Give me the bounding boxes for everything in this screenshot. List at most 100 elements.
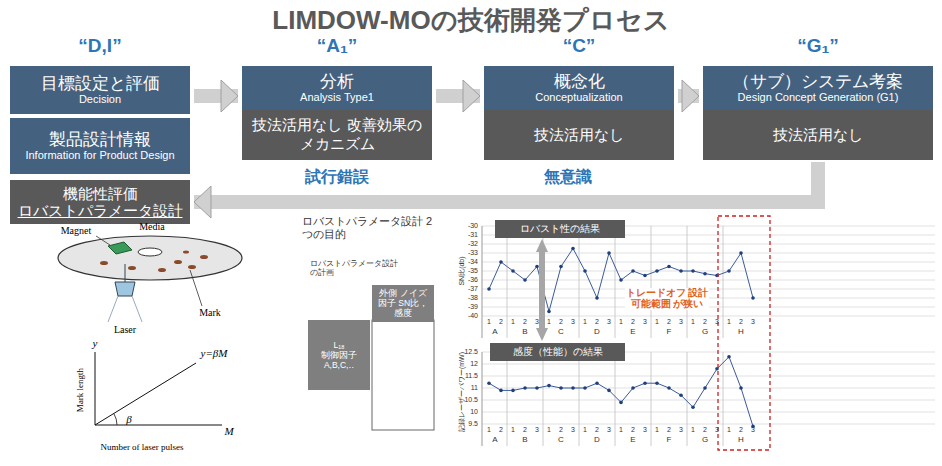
tick-label: 10 — [470, 408, 478, 416]
grid-line — [482, 244, 935, 245]
factor-separator — [615, 226, 616, 338]
level-number: 2 — [523, 426, 527, 434]
level-number: 2 — [499, 318, 503, 326]
level-number: 2 — [559, 318, 563, 326]
factor-letter: D — [594, 327, 600, 336]
outer-array-box: 外側 ノイズ因子 SN比，感度 — [372, 285, 434, 322]
x-axis — [95, 425, 222, 426]
chart-header: 感度（性能）の結果 — [490, 343, 625, 361]
box-text: Conceptualization — [535, 91, 622, 104]
level-number: 2 — [595, 318, 599, 326]
chart-header: ロバスト性の結果 — [495, 220, 625, 238]
box-text: 機能性評価 — [63, 185, 138, 202]
level-number: 2 — [739, 318, 743, 326]
level-number: 3 — [715, 426, 719, 434]
level-number: 1 — [583, 318, 587, 326]
factor-letter: A — [492, 327, 497, 336]
factor-separator — [615, 352, 616, 446]
laser-axis — [125, 264, 126, 282]
level-number: 2 — [667, 318, 671, 326]
box-text: 目標設定と評価 — [41, 74, 160, 94]
data-point — [727, 269, 731, 273]
result-charts — [482, 226, 935, 446]
level-number: 2 — [631, 426, 635, 434]
box-section: 概念化Conceptualization — [484, 66, 674, 110]
data-point — [583, 386, 587, 390]
factor-letter: C — [558, 435, 564, 444]
level-number: 2 — [559, 426, 563, 434]
page-title: LIMDOW-MOの技術開発プロセス — [0, 3, 942, 38]
equation: y=βM — [201, 347, 228, 360]
box-text: Information for Product Design — [25, 149, 174, 162]
axis-symbol: y — [93, 337, 98, 350]
sensitivity-chart — [482, 352, 935, 446]
stage-code: “G₁” — [703, 35, 933, 57]
stage-code: “A₁” — [242, 35, 432, 57]
grid-line — [482, 388, 935, 389]
tick-label: 10.5 — [464, 396, 478, 404]
data-point — [751, 296, 755, 300]
factor-letter: E — [630, 327, 635, 336]
level-number: 3 — [751, 318, 755, 326]
level-number: 1 — [691, 318, 695, 326]
box-text: 製品設計情報 — [49, 130, 151, 150]
grid-line — [482, 376, 935, 377]
box-text: 概念化 — [554, 72, 605, 92]
tick-label: -38 — [468, 294, 478, 302]
tick-label: -32 — [468, 240, 478, 248]
stage-code: “D,I” — [10, 35, 190, 57]
grid-line — [482, 280, 935, 281]
stage-box: “G₁”（サブ）システム考案Design Concept Generation … — [703, 66, 933, 160]
response-line — [489, 357, 753, 427]
grid-line — [482, 253, 935, 254]
level-number: 3 — [643, 318, 647, 326]
level-number: 2 — [631, 318, 635, 326]
factor-letter: F — [667, 435, 672, 444]
factor-separator — [687, 352, 688, 446]
box-text: 外側 ノイズ因子 SN比，感度 — [376, 288, 430, 319]
leader-line — [96, 236, 110, 245]
data-point — [499, 389, 503, 393]
data-point — [547, 310, 551, 314]
level-number: 1 — [547, 318, 551, 326]
data-point — [595, 381, 599, 385]
tick-label: -36 — [468, 276, 478, 284]
data-point — [655, 269, 659, 273]
level-number: 2 — [703, 318, 707, 326]
box-text: （サブ）システム考案 — [733, 72, 903, 92]
data-point — [691, 269, 695, 273]
tick-label: -34 — [468, 258, 478, 266]
data-point — [655, 381, 659, 385]
box-text: Analysis Type1 — [300, 91, 374, 104]
link-double-arrow — [536, 239, 548, 341]
factor-letter: C — [558, 327, 564, 336]
data-point — [487, 287, 491, 291]
level-number: 1 — [487, 318, 491, 326]
data-point — [559, 265, 563, 269]
axis-title: SN比(db) — [458, 256, 466, 285]
response-line — [489, 249, 753, 312]
stage-box: “D,I”目標設定と評価Decision — [10, 66, 190, 114]
box-text: Design Concept Generation (G1) — [738, 91, 899, 104]
level-number: 3 — [643, 426, 647, 434]
data-point — [523, 278, 527, 282]
factor-letter: D — [594, 435, 600, 444]
data-point — [631, 386, 635, 390]
level-number: 3 — [607, 426, 611, 434]
data-point — [571, 247, 575, 251]
factor-separator — [651, 226, 652, 338]
info-box: 製品設計情報Information for Product Design — [10, 118, 190, 174]
stage-box: “A₁”分析Analysis Type1技法活用なし 改善効果のメカニズム — [242, 66, 432, 160]
laser-beam — [108, 296, 142, 322]
level-number: 3 — [751, 426, 755, 434]
data-point — [511, 389, 515, 393]
tick-label: 11 — [471, 384, 478, 392]
evaluation-box: 機能性評価ロバストパラメータ設計 — [10, 180, 190, 224]
box-text: 感度（性能）の結果 — [513, 346, 603, 358]
grid-line — [482, 424, 935, 425]
box-section: 感度（性能）の結果 — [490, 343, 625, 361]
data-point — [535, 265, 539, 269]
data-point — [643, 381, 647, 385]
factor-separator — [579, 226, 580, 338]
factor-separator — [507, 226, 508, 338]
